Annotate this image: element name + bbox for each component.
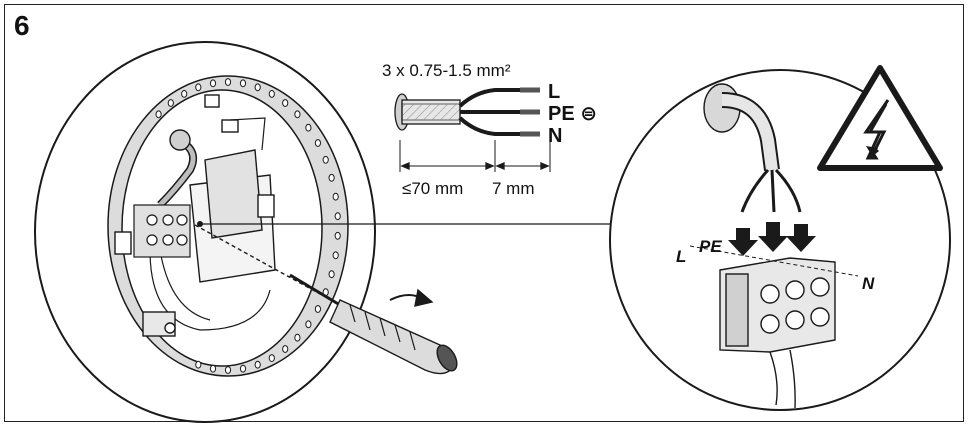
- bare-length-label: 7 mm: [492, 179, 535, 198]
- rim-hole: [167, 99, 174, 107]
- wire-label-pe: PE ⊜: [548, 103, 597, 125]
- rim-hole: [294, 110, 301, 119]
- rim-hole: [334, 212, 341, 221]
- rim-hole: [282, 99, 289, 107]
- wire-label-l: L: [548, 81, 560, 103]
- rim-hole: [268, 90, 275, 98]
- rim-hole: [268, 354, 275, 363]
- rim-hole: [328, 270, 335, 279]
- rim-hole: [209, 79, 217, 88]
- rim-hole: [322, 155, 329, 164]
- step-number: 6: [14, 10, 30, 41]
- rim-hole: [181, 90, 188, 98]
- rim-hole: [254, 360, 261, 369]
- rim-hole: [334, 231, 341, 240]
- rim-hole: [155, 110, 162, 119]
- zoom-cable: [703, 83, 802, 213]
- internal-components: [114, 94, 276, 337]
- rim-hole: [282, 345, 289, 353]
- rim-hole: [195, 360, 202, 369]
- figure-frame: [4, 4, 964, 422]
- terminal-label-pe: PE: [699, 237, 722, 256]
- rim-hole: [224, 366, 232, 374]
- terminal-label-n: N: [862, 274, 875, 293]
- rim-hole: [294, 333, 301, 342]
- rim-hole: [239, 364, 247, 373]
- rim-hole: [195, 83, 202, 92]
- rim-hole: [314, 305, 321, 313]
- cable-spec-label: 3 x 0.75-1.5 mm²: [382, 61, 511, 80]
- rim-hole: [332, 192, 339, 201]
- rim-hole: [224, 78, 232, 86]
- rim-hole: [239, 79, 247, 88]
- zoom-leader: [197, 221, 622, 227]
- rim-hole: [305, 320, 312, 329]
- housing-terminal-block: [133, 204, 191, 258]
- insert-arrows: [728, 222, 816, 256]
- rim-hole: [305, 123, 312, 132]
- terminal-label-l: L: [676, 247, 686, 266]
- zoom-terminal-block: [719, 257, 836, 409]
- strip-length-label: ≤70 mm: [402, 179, 463, 198]
- rim-hole: [328, 173, 335, 182]
- terminal-dash-line: [689, 245, 859, 277]
- rim-hole: [332, 251, 339, 260]
- rim-holes: [155, 78, 341, 374]
- rim-hole: [314, 139, 321, 147]
- cable-strip-diagram: [394, 87, 551, 172]
- rim-hole: [254, 83, 261, 92]
- high-voltage-warning-icon: [817, 65, 943, 171]
- wire-label-n: N: [548, 125, 562, 147]
- rim-hole: [209, 364, 217, 373]
- screwdriver: [194, 224, 458, 375]
